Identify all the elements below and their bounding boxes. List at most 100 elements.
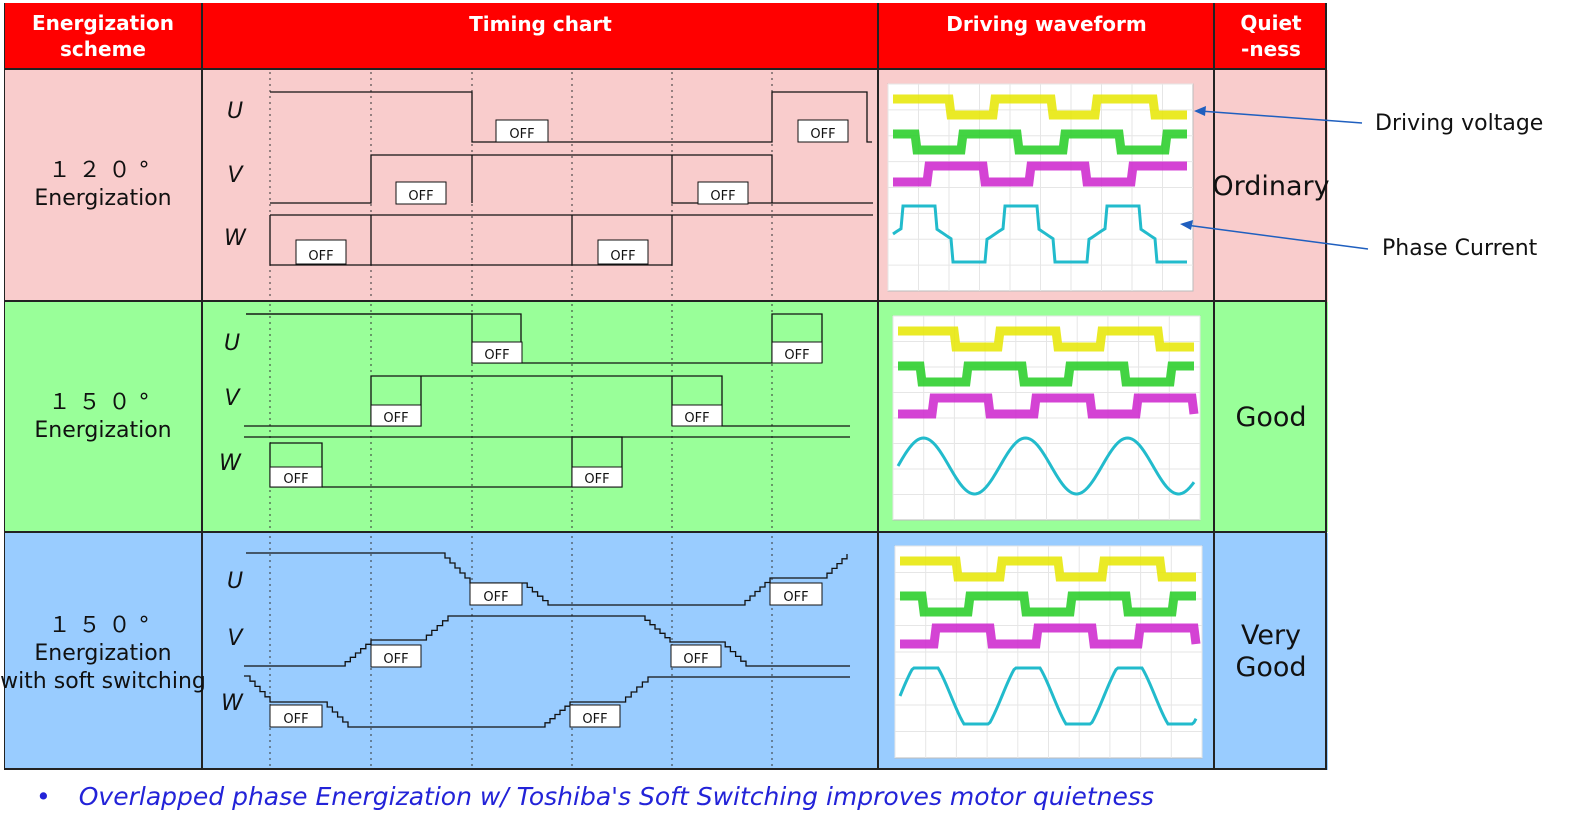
phase-label: W xyxy=(224,226,247,251)
arrow-line xyxy=(1199,110,1363,124)
off-label: OFF xyxy=(683,652,708,667)
scheme-line: Energization xyxy=(34,186,172,211)
scope-voltage-trace xyxy=(900,556,1196,582)
off-label: OFF xyxy=(783,590,808,605)
off-box xyxy=(269,704,323,728)
quietness-good: Good xyxy=(1215,304,1327,532)
off-box xyxy=(395,181,447,205)
off-label: OFF xyxy=(584,472,609,487)
phase-label: U xyxy=(227,99,243,124)
off-box xyxy=(671,404,723,427)
scope-voltage-trace xyxy=(900,591,1196,617)
phase-label: W xyxy=(221,691,244,716)
arrow-line xyxy=(1185,224,1369,250)
callout-phase-current: Phase Current xyxy=(1382,236,1538,261)
phase-label: W xyxy=(219,451,242,476)
waveform-v-soft xyxy=(244,615,850,667)
scope-voltage-trace xyxy=(900,623,1201,649)
table-grid xyxy=(4,3,1327,770)
scope-voltage-trace xyxy=(893,161,1187,187)
off-box xyxy=(370,404,422,427)
phase-label: V xyxy=(227,626,244,651)
scope-current-trace xyxy=(898,666,1198,726)
header-scheme-line1: Energization xyxy=(31,11,175,35)
off-label: OFF xyxy=(509,127,534,142)
scope-voltage-trace xyxy=(893,94,1187,120)
off-label: OFF xyxy=(484,348,509,363)
off-box xyxy=(769,582,823,606)
quietness-value: Very xyxy=(1240,620,1302,651)
waveform-w-120a xyxy=(269,215,372,266)
off-box xyxy=(495,119,549,143)
scope-voltage-trace xyxy=(893,129,1187,155)
off-box xyxy=(797,119,849,143)
off-label: OFF xyxy=(408,189,433,204)
off-box xyxy=(697,181,749,205)
off-box xyxy=(569,704,621,728)
timing-and-waveform-drawing: U V W U V W U V W OFF OFF OFF OFF OFF OFF OFF OFF OFF OFF O… xyxy=(219,72,1369,766)
off-box xyxy=(469,582,523,606)
scope-voltage-trace xyxy=(898,326,1194,352)
scheme-line: Energization xyxy=(34,641,172,666)
scheme-line: with soft switching xyxy=(0,669,206,694)
scheme-line: Energization xyxy=(34,418,172,443)
quietness-value: Good xyxy=(1235,652,1307,683)
quietness-value: Ordinary xyxy=(1212,171,1330,202)
off-label: OFF xyxy=(283,712,308,727)
off-label: OFF xyxy=(582,712,607,727)
off-box xyxy=(771,341,823,364)
off-box xyxy=(471,341,523,364)
waveform-w-soft xyxy=(244,675,850,728)
footer-text: Overlapped phase Energization w/ Toshiba… xyxy=(78,782,1154,811)
off-label: OFF xyxy=(283,472,308,487)
header-quiet-line1: Quiet xyxy=(1240,11,1302,35)
header-quietness: Quiet-ness xyxy=(1215,3,1327,69)
header-timing-chart: Timing chart xyxy=(203,3,878,69)
callout-driving-voltage: Driving voltage xyxy=(1375,111,1544,136)
scope-voltage-trace xyxy=(898,393,1199,419)
off-box xyxy=(370,644,422,668)
off-label: OFF xyxy=(710,189,735,204)
header-waveform-label: Driving waveform xyxy=(946,12,1147,36)
waveform-v-120c xyxy=(671,155,873,204)
bullet-icon: • xyxy=(36,782,51,811)
waveform-u-120 xyxy=(270,91,872,143)
off-label: OFF xyxy=(308,249,333,264)
off-box xyxy=(269,466,323,488)
off-label: OFF xyxy=(483,590,508,605)
off-label: OFF xyxy=(784,348,809,363)
off-label: OFF xyxy=(383,652,408,667)
waveform-v-150 xyxy=(244,375,850,427)
waveform-u-150 xyxy=(246,313,823,364)
waveform-w-150b xyxy=(322,437,573,488)
scheme-label-120: １２０° Energization xyxy=(4,140,202,230)
waveform-u-soft xyxy=(246,552,848,606)
off-label: OFF xyxy=(684,411,709,426)
quietness-ordinary: Ordinary xyxy=(1212,72,1330,302)
scheme-label-150: １５０° Energization xyxy=(4,372,202,462)
off-box xyxy=(597,239,649,265)
phase-label: U xyxy=(227,569,243,594)
arrow-head-icon xyxy=(1180,220,1193,230)
off-label: OFF xyxy=(383,411,408,426)
waveform-v-120a xyxy=(270,154,773,204)
phase-label: U xyxy=(224,331,240,356)
waveform-w-120b xyxy=(371,215,673,266)
scheme-degree: １２０° xyxy=(48,158,158,183)
off-label: OFF xyxy=(810,127,835,142)
header-driving-waveform: Driving waveform xyxy=(879,3,1214,69)
phase-label: V xyxy=(224,386,241,411)
off-box xyxy=(571,466,623,488)
header-scheme-line2: scheme xyxy=(60,37,146,61)
header-quiet-line2: -ness xyxy=(1241,37,1301,61)
arrow-head-icon xyxy=(1194,106,1206,116)
scheme-degree: １５０° xyxy=(48,390,158,415)
off-box xyxy=(670,644,722,668)
phase-label: V xyxy=(227,163,244,188)
quietness-value: Good xyxy=(1235,402,1307,433)
scope-voltage-trace xyxy=(898,361,1194,387)
off-box xyxy=(295,239,347,265)
scope-current-trace xyxy=(892,204,1187,264)
scheme-degree: １５０° xyxy=(48,613,158,638)
